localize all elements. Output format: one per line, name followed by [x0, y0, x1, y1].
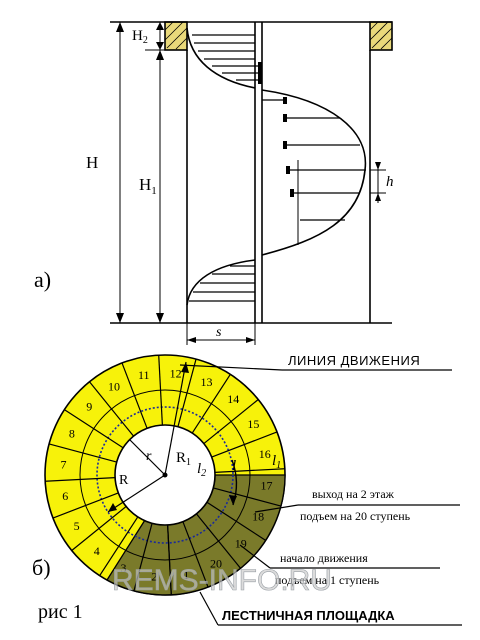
step-number: 13 — [200, 375, 212, 389]
start-label: начало движения — [280, 551, 368, 565]
step-dividers — [45, 355, 285, 595]
part-b-label: б) — [32, 555, 51, 580]
rise20-label: подъем на 20 ступень — [300, 509, 411, 523]
step-divider — [121, 362, 148, 429]
step-divider — [214, 468, 285, 473]
step-divider — [167, 524, 172, 595]
label-s: s — [216, 325, 222, 340]
label-H2: H2 — [132, 28, 148, 46]
step-number: 18 — [252, 509, 264, 523]
step-divider — [64, 409, 124, 449]
step-number: 15 — [247, 417, 259, 431]
step-divider — [203, 399, 259, 445]
step-number: 1 — [183, 568, 189, 582]
label-R1: R1 — [176, 450, 191, 468]
step-number: 19 — [235, 536, 247, 550]
step-number: 5 — [74, 519, 80, 533]
part-a-label: а) — [34, 267, 51, 292]
step-number: 3 — [121, 561, 127, 575]
step-number: 8 — [69, 427, 75, 441]
step-divider — [71, 505, 127, 551]
step-number: 9 — [86, 400, 92, 414]
label-R: R — [119, 473, 129, 488]
step-divider — [158, 355, 163, 426]
label-h: h — [386, 174, 394, 190]
label-l1: l1 — [272, 453, 281, 471]
label-H1: H1 — [139, 175, 157, 197]
step-divider — [213, 487, 282, 507]
label-H: H — [86, 153, 98, 172]
step-divider — [48, 443, 117, 463]
step-divider — [211, 431, 278, 458]
step-divider — [182, 521, 209, 588]
step-number: 17 — [260, 479, 272, 493]
step-divider — [195, 513, 241, 569]
label-r: r — [146, 449, 152, 464]
step-number: 10 — [108, 380, 120, 394]
watermark: REMS-INFO.RU — [112, 564, 332, 597]
step-number: 2 — [151, 569, 157, 583]
step-divider — [99, 516, 139, 576]
landing-label: ЛЕСТНИЧНАЯ ПЛОЩАДКА — [222, 608, 395, 623]
step-number: 11 — [138, 368, 150, 382]
step-number: 12 — [170, 367, 182, 381]
step-divider — [45, 477, 116, 482]
step-number: 6 — [62, 489, 68, 503]
label-l2: l2 — [197, 461, 206, 479]
figure-caption: рис 1 — [38, 601, 83, 623]
step-divider — [206, 501, 266, 541]
exit-label: выход на 2 этаж — [312, 487, 395, 501]
step-number: 14 — [227, 392, 239, 406]
step-number: 16 — [259, 447, 271, 461]
step-number: 7 — [61, 457, 67, 471]
label-l: l — [232, 458, 236, 474]
line-of-motion-label: ЛИНИЯ ДВИЖЕНИЯ — [288, 353, 420, 368]
step-divider — [52, 492, 119, 519]
step-divider — [177, 358, 197, 427]
rise1-label: подъем на 1 ступень — [275, 573, 380, 587]
step-divider — [133, 523, 153, 592]
step-divider — [89, 381, 135, 437]
elevation-view — [110, 21, 393, 345]
step-divider — [191, 374, 231, 434]
step-number: 4 — [94, 544, 100, 558]
step-number: 20 — [210, 556, 222, 570]
